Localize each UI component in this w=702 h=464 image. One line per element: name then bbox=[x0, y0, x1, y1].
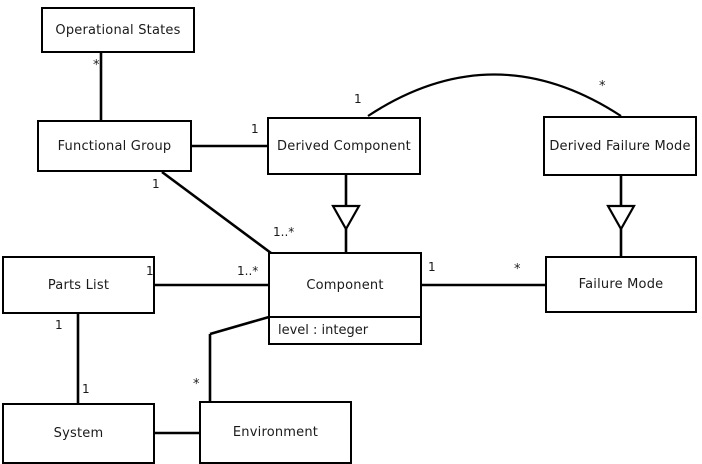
class-box-derived-failure-mode[interactable]: Derived Failure Mode bbox=[543, 116, 697, 176]
multiplicity-component-failure-mode-source: 1 bbox=[428, 260, 436, 274]
multiplicity-derived-component-arc: 1 bbox=[354, 92, 362, 106]
multiplicity-component-failure-mode-target: * bbox=[514, 262, 521, 277]
class-name-environment: Environment bbox=[232, 425, 319, 440]
class-name-parts-list: Parts List bbox=[47, 277, 110, 293]
class-box-parts-list[interactable]: Parts List bbox=[2, 256, 155, 314]
class-name-component: Component bbox=[306, 277, 384, 293]
class-box-system[interactable]: System bbox=[2, 403, 155, 464]
class-name-functional-group: Functional Group bbox=[57, 138, 172, 154]
edge-functional-group-component bbox=[161, 170, 272, 255]
generalization-triangle-derived-component bbox=[331, 204, 361, 232]
class-name-system: System bbox=[53, 426, 104, 441]
edge-derived-component-derived-failure-mode bbox=[367, 73, 622, 117]
multiplicity-parts-list-system-source: 1 bbox=[55, 318, 63, 332]
class-box-environment[interactable]: Environment bbox=[199, 401, 352, 464]
multiplicity-functional-group-component-target: 1..* bbox=[273, 225, 295, 239]
class-box-component[interactable]: Component level : integer bbox=[268, 252, 422, 345]
class-box-derived-component[interactable]: Derived Component bbox=[267, 117, 421, 175]
class-attribute-component-level: level : integer bbox=[270, 316, 420, 343]
multiplicity-parts-list-component-source: 1 bbox=[146, 264, 154, 278]
edge-environment-component-diagonal bbox=[209, 315, 270, 336]
multiplicity-operational-states-functional-group: * bbox=[93, 58, 100, 73]
generalization-triangle-derived-failure-mode bbox=[606, 204, 636, 232]
multiplicity-functional-group-component-source: 1 bbox=[152, 177, 160, 191]
class-box-failure-mode[interactable]: Failure Mode bbox=[545, 256, 697, 313]
class-name-derived-component: Derived Component bbox=[277, 138, 411, 154]
multiplicity-parts-list-component-target: 1..* bbox=[237, 264, 259, 278]
multiplicity-derived-failure-mode-arc: * bbox=[599, 79, 606, 94]
class-name-operational-states: Operational States bbox=[55, 22, 181, 38]
class-name-failure-mode: Failure Mode bbox=[578, 277, 664, 292]
multiplicity-parts-list-system-target: 1 bbox=[82, 382, 90, 396]
multiplicity-environment-component: * bbox=[193, 377, 200, 392]
class-name-derived-failure-mode: Derived Failure Mode bbox=[549, 138, 691, 154]
class-box-functional-group[interactable]: Functional Group bbox=[37, 120, 192, 172]
multiplicity-functional-group-derived-component: 1 bbox=[251, 122, 259, 136]
class-box-operational-states[interactable]: Operational States bbox=[41, 7, 195, 53]
